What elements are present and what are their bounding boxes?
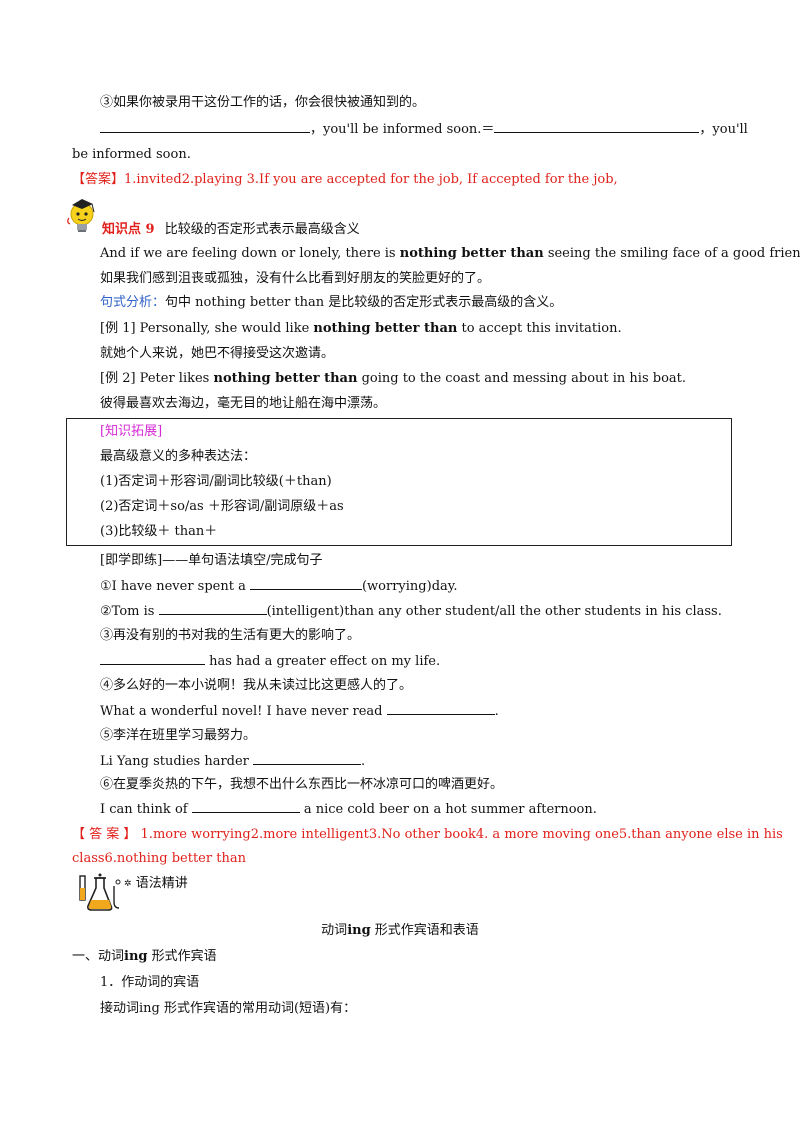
practice-4-chinese: ④多么好的一本小说啊！我从未读过比这更感人的了。: [100, 678, 413, 693]
sub-heading-1: 1．作动词的宾语: [100, 975, 200, 990]
answer-blank[interactable]: [253, 752, 362, 765]
expansion-item-1: (1)否定词＋形容词/副词比较级(＋than): [100, 474, 332, 489]
q3-english-line: ，you'll be informed soon.＝ ，you'll: [100, 120, 748, 139]
example-2-chinese: 彼得最喜欢去海边，毫无目的地让船在海中漂荡。: [100, 396, 387, 411]
example-2-english: [例 2] Peter likes nothing better than go…: [100, 371, 686, 386]
answer-2-line-1: 【 答 案 】 1.more worrying2.more intelligen…: [72, 826, 783, 844]
sparkle-icon: ✲: [124, 879, 132, 889]
knowledge-expansion-box: [66, 418, 732, 546]
lightbulb-mascot-icon: [66, 196, 100, 234]
knowledge-point-label: 知识点 9: [102, 222, 155, 237]
q3-english-a: ，you'll be informed soon.＝: [310, 122, 495, 137]
expansion-item-2: (2)否定词＋so/as ＋形容词/副词原级＋as: [100, 499, 344, 514]
analysis-text: 句中 nothing better than 是比较级的否定形式表示最高级的含义…: [165, 295, 563, 310]
example-1-english: [例 1] Personally, she would like nothing…: [100, 321, 622, 336]
q3-chinese: ③如果你被录用干这份工作的话，你会很快被通知到的。: [100, 95, 426, 110]
answer-1: 【答案】1.invited2.playing 3.If you are acce…: [72, 171, 618, 189]
example-1-chinese: 就她个人来说，她巴不得接受这次邀请。: [100, 346, 335, 361]
knowledge-point-title: 比较级的否定形式表示最高级含义: [164, 222, 360, 237]
practice-2: ②Tom is (intelligent)than any other stud…: [100, 602, 722, 619]
practice-1: ①I have never spent a (worrying)day.: [100, 577, 458, 594]
expansion-item-3: (3)比较级＋ than＋: [100, 524, 218, 539]
example-english: And if we are feeling down or lonely, th…: [100, 246, 800, 261]
answer-text: 1.invited2.playing 3.If you are accepted…: [124, 172, 618, 187]
answer-blank[interactable]: [386, 702, 495, 715]
grammar-heading: ✲ 语法精讲: [124, 875, 188, 893]
q3-english-b: ，you'll: [699, 122, 748, 137]
practice-title: [即学即练]——单句语法填空/完成句子: [100, 553, 323, 568]
sub-heading-1-text: 接动词ing 形式作宾语的常用动词(短语)有：: [100, 1001, 357, 1016]
practice-6-chinese: ⑥在夏季炎热的下午，我想不出什么东西比一杯冰凉可口的啤酒更好。: [100, 777, 504, 792]
answer-blank[interactable]: [191, 800, 300, 813]
practice-5-chinese: ⑤李洋在班里学习最努力。: [100, 728, 257, 743]
example-chinese: 如果我们感到沮丧或孤独，没有什么比看到好朋友的笑脸更好的了。: [100, 271, 491, 286]
practice-3-chinese: ③再没有别的书对我的生活有更大的影响了。: [100, 628, 361, 643]
practice-4-english: What a wonderful novel! I have never rea…: [100, 702, 499, 719]
expansion-label: [知识拓展]: [100, 424, 163, 439]
science-flask-icon: [74, 872, 124, 914]
grammar-center-title: 动词ing 形式作宾语和表语: [321, 923, 479, 938]
grammar-heading-text: 语法精讲: [135, 876, 188, 891]
analysis-label: 句式分析：: [100, 295, 166, 310]
section-1-heading: 一、动词ing 形式作宾语: [72, 949, 217, 964]
answer-label: 【 答 案 】: [72, 827, 137, 842]
sentence-analysis: 句式分析：句中 nothing better than 是比较级的否定形式表示最…: [100, 294, 562, 312]
practice-5-english: Li Yang studies harder .: [100, 752, 366, 769]
q3-english-continued: be informed soon.: [72, 147, 191, 162]
answer-blank[interactable]: [249, 577, 362, 590]
answer-text: 1.more worrying2.more intelligent3.No ot…: [136, 827, 783, 842]
answer-blank[interactable]: [494, 120, 700, 133]
expansion-intro: 最高级意义的多种表达法：: [100, 449, 257, 464]
practice-6-english: I can think of a nice cold beer on a hot…: [100, 800, 597, 817]
answer-2-line-2: class6.nothing better than: [72, 851, 246, 866]
answer-blank[interactable]: [100, 652, 205, 665]
answer-blank[interactable]: [100, 120, 310, 133]
knowledge-point-heading: 知识点 9 比较级的否定形式表示最高级含义: [102, 221, 360, 239]
answer-blank[interactable]: [158, 602, 267, 615]
answer-label: 【答案】: [72, 172, 125, 187]
practice-3-english: has had a greater effect on my life.: [100, 652, 440, 671]
